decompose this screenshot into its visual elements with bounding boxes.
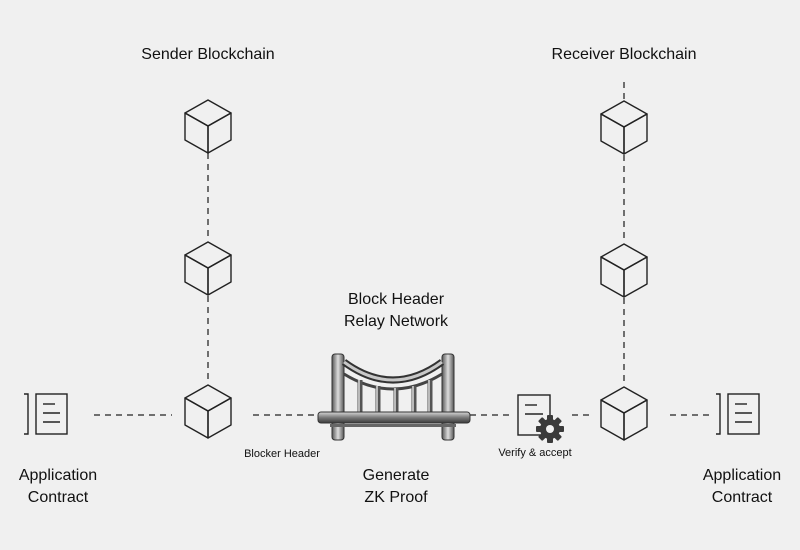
left-contract-line2: Contract [27,489,89,506]
connectors [94,82,712,416]
left-contract-line1: Application [18,467,98,484]
verify-accept-label: Verify & accept [498,447,572,459]
sender-blockchain [184,99,232,439]
right-contract-document-icon [715,393,760,435]
sender-blockchain-title: Sender Blockchain [141,46,275,63]
zk-proof-line1: Generate [362,467,430,484]
cube-icon [184,384,232,439]
cube-icon [600,243,648,298]
right-contract-line2: Contract [711,489,773,506]
cube-icon [600,386,648,441]
left-contract-document-icon [23,393,68,435]
gear-icon [536,415,564,443]
left-application-contract-label: Application Contract [0,465,116,509]
relay-title-line1: Block Header [347,291,445,308]
zk-proof-label: Generate ZK Proof [336,465,456,509]
bridge-icon [317,353,471,441]
zk-proof-line2: ZK Proof [364,489,428,506]
receiver-blockchain [600,100,648,441]
right-application-contract-label: Application Contract [684,465,800,509]
cube-icon [184,241,232,296]
right-contract-line1: Application [702,467,782,484]
cube-icon [600,100,648,155]
cube-icon [184,99,232,154]
blocker-header-label: Blocker Header [244,448,320,460]
relay-title-line2: Relay Network [343,313,449,330]
receiver-blockchain-title: Receiver Blockchain [551,46,697,63]
relay-network-title: Block Header Relay Network [296,289,496,333]
